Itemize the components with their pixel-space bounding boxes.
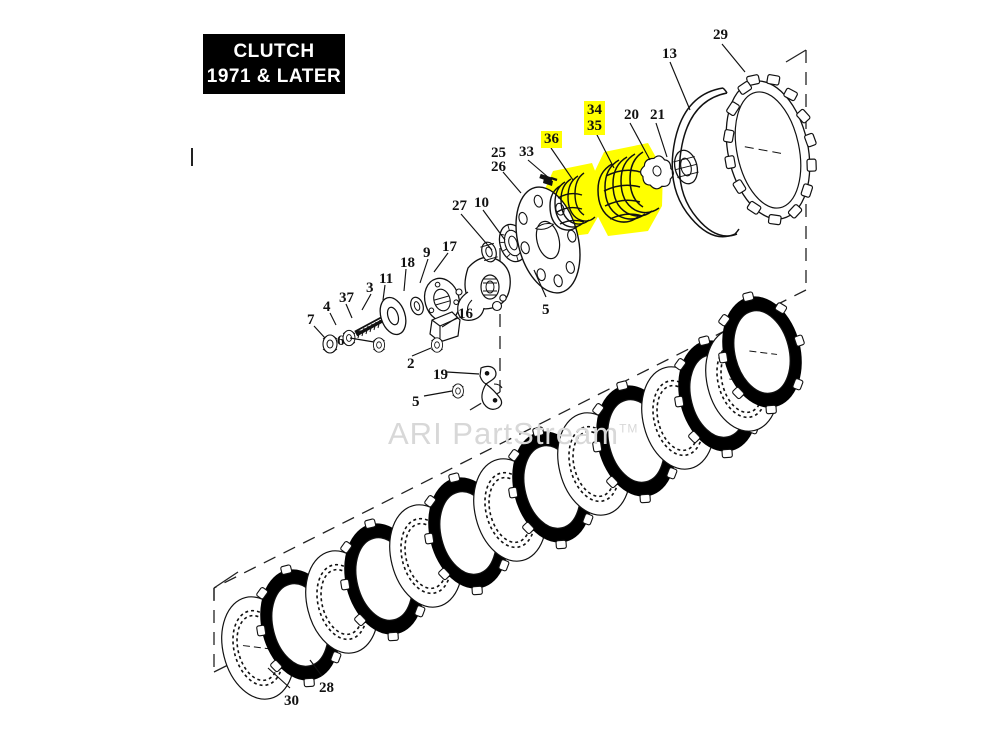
leader-line-13 — [382, 284, 386, 301]
leader-line-15 — [345, 303, 353, 319]
part-29-splined-plate — [722, 74, 817, 226]
callout-6: 6 — [337, 333, 345, 349]
part-3-washer — [379, 296, 407, 336]
leader-line-21 — [533, 269, 547, 298]
leader-line-5 — [550, 147, 574, 181]
callout-33: 33 — [519, 144, 534, 160]
callout-11: 11 — [379, 271, 394, 287]
callout-19: 19 — [433, 367, 448, 383]
part-33-stud — [539, 173, 558, 186]
title-block: CLUTCH 1971 & LATER — [203, 34, 345, 94]
leader-line-20 — [411, 347, 432, 357]
leader-line-1 — [669, 61, 691, 111]
callout-9: 9 — [423, 245, 431, 261]
callout-28: 28 — [319, 680, 334, 696]
part-37-stud — [354, 316, 386, 339]
leader-line-23 — [423, 390, 453, 397]
callout-36: 36 — [541, 131, 562, 148]
leader-line-9 — [482, 209, 506, 241]
callout-4: 4 — [323, 299, 331, 315]
leader-lines — [267, 43, 746, 689]
callout-27: 27 — [452, 198, 467, 214]
part-9-pin — [455, 288, 463, 296]
leader-line-0 — [721, 43, 746, 73]
part-5-nut-lower — [452, 383, 464, 399]
callout-26: 26 — [491, 159, 506, 175]
callout-29: 29 — [713, 27, 728, 43]
leader-line-18 — [441, 316, 459, 328]
leader-line-12 — [403, 268, 407, 292]
leader-line-16 — [329, 312, 337, 326]
callout-37: 37 — [339, 290, 354, 306]
part-27-spacer — [480, 241, 498, 263]
callout-25: 25 — [491, 145, 506, 161]
leader-line-14 — [361, 293, 372, 311]
callout-34_35: 34 35 — [584, 101, 605, 135]
leader-line-4 — [655, 122, 668, 158]
leader-line-10 — [433, 252, 449, 273]
clutch-plate-stack — [221, 291, 805, 700]
part-17-release-lever — [457, 256, 511, 321]
leader-line-24 — [309, 659, 323, 677]
part-16-bracket — [429, 311, 461, 343]
part-36-spring — [549, 172, 596, 231]
leader-line-17 — [313, 325, 326, 339]
part-11-washer — [410, 296, 424, 316]
leader-line-11 — [419, 258, 429, 284]
part-20-washer — [640, 155, 674, 190]
title-line-1: CLUTCH — [233, 41, 315, 62]
leader-line-3 — [629, 122, 651, 161]
part-6-nut — [372, 337, 386, 353]
callout-17: 17 — [442, 239, 457, 255]
leader-line-8 — [460, 213, 493, 251]
part-13-snap-ring — [671, 87, 740, 238]
leader-line-2 — [595, 132, 615, 169]
part-34-35-spring — [597, 151, 660, 223]
callout-21: 21 — [650, 107, 665, 123]
leader-line-22 — [446, 371, 480, 375]
callout-18: 18 — [400, 255, 415, 271]
callout-20: 20 — [624, 107, 639, 123]
leader-line-25 — [267, 667, 291, 689]
leader-line-6 — [527, 159, 550, 179]
part-18-release-disc — [423, 277, 461, 323]
callout-5b: 5 — [412, 394, 420, 410]
part-19-bracket — [479, 365, 503, 410]
callout-16: 16 — [458, 306, 473, 322]
callout-10: 10 — [474, 195, 489, 211]
part-21-nut — [673, 149, 699, 185]
callout-5a: 5 — [542, 302, 550, 318]
callout-7: 7 — [307, 312, 315, 328]
part-2-nut — [430, 337, 444, 353]
leader-line-19 — [349, 337, 375, 343]
watermark-trademark: TM — [619, 421, 639, 436]
callout-30: 30 — [284, 693, 299, 709]
callout-3: 3 — [366, 280, 374, 296]
watermark-text: ARI PartStream — [388, 416, 620, 451]
callout-13: 13 — [662, 46, 677, 62]
leader-line-7 — [502, 171, 522, 194]
watermark: ARI PartStreamTM — [388, 416, 638, 452]
title-line-2: 1971 & LATER — [206, 66, 342, 87]
callout-2: 2 — [407, 356, 415, 372]
